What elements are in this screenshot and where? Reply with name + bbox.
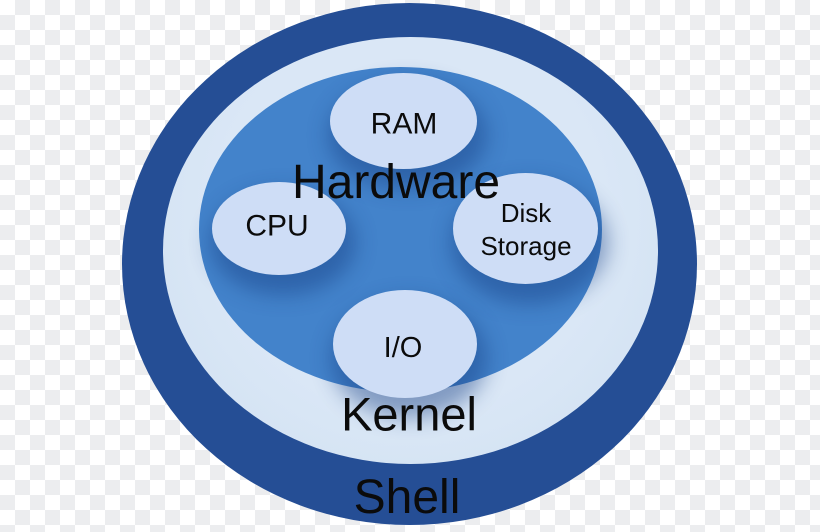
io-ellipse	[333, 290, 477, 398]
io-label: I/O	[383, 331, 423, 364]
disk-storage-ellipse	[453, 173, 598, 284]
cpu-label: CPU	[245, 209, 309, 243]
disk-label-line2: Storage	[480, 231, 572, 261]
ram-ellipse	[330, 73, 477, 169]
kernel-label: Kernel	[341, 387, 477, 441]
disk-storage-label: Disk Storage	[480, 197, 571, 263]
ram-label: RAM	[370, 107, 438, 141]
cpu-ellipse	[212, 182, 346, 275]
shell-label: Shell	[353, 470, 461, 524]
disk-label-line1: Disk	[500, 198, 552, 228]
hardware-label: Hardware	[291, 155, 501, 209]
